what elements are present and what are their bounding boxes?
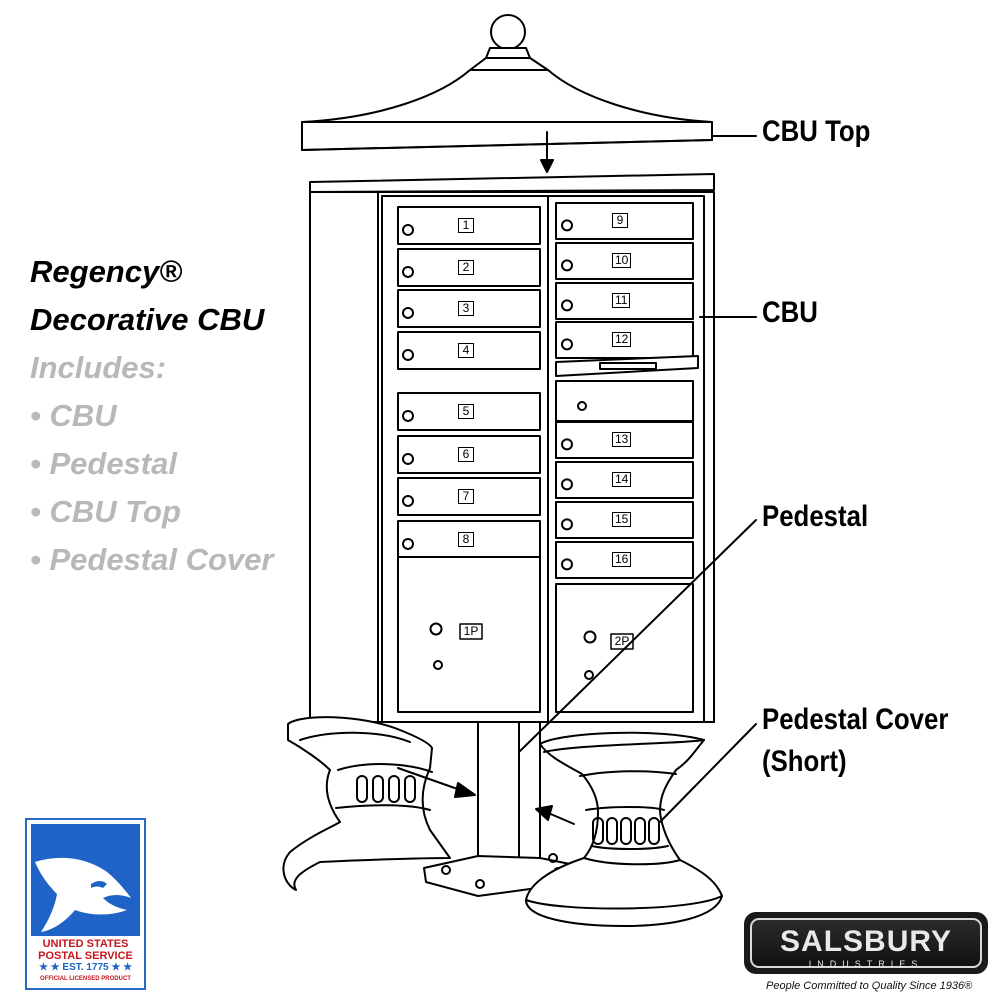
callout-cbu-top: CBU Top: [762, 115, 871, 148]
compartment-number-right: 13: [612, 432, 632, 447]
salsbury-name: SALSBURY: [780, 925, 952, 958]
includes-item-cbu: • CBU: [30, 398, 117, 433]
callout-pedestal-cover: Pedestal Cover: [762, 703, 949, 736]
pedestal: [423, 721, 583, 897]
title-decorative-cbu: Decorative CBU: [30, 302, 265, 337]
compartment-number-right: 10: [612, 253, 632, 268]
includes-label: Includes:: [30, 350, 167, 385]
salsbury-logo-badge: SALSBURY INDUSTRIES: [750, 918, 982, 969]
right-doors: [555, 202, 694, 579]
pedestal-cover-right-half: [525, 731, 723, 927]
title-regency: Regency®: [30, 254, 183, 289]
compartment-number-left: 1: [458, 218, 474, 233]
compartment-number-left: 8: [458, 532, 474, 547]
salsbury-sub: INDUSTRIES: [808, 959, 924, 969]
lock-icon: [402, 223, 414, 236]
includes-item-cbu-top: • CBU Top: [30, 494, 181, 529]
salsbury-logo: SALSBURY INDUSTRIES: [744, 912, 988, 974]
lock-icon: [402, 348, 414, 361]
usps-line2: POSTAL SERVICE: [38, 950, 133, 962]
compartment-number-right: 15: [612, 512, 632, 527]
usps-line3: ★ ★ EST. 1775 ★ ★: [38, 962, 133, 973]
lock-icon: [402, 494, 414, 507]
lock-icon: [561, 438, 573, 451]
parcel-locker-label-1p: 1P: [463, 624, 479, 638]
includes-item-pedestal-cover: • Pedestal Cover: [30, 542, 274, 577]
lock-icon: [561, 259, 573, 272]
lock-icon: [402, 306, 414, 319]
lock-icon: [561, 338, 573, 351]
usps-line1: UNITED STATES: [42, 938, 129, 950]
pedestal-cover-left-half: [282, 716, 451, 891]
compartment-number-left: 4: [458, 343, 474, 358]
lock-icon: [402, 409, 414, 422]
compartment-number-left: 6: [458, 447, 474, 462]
callout-pedestal: Pedestal: [762, 500, 869, 533]
compartment-number-right: 12: [612, 332, 632, 347]
compartment-number-left: 7: [458, 489, 474, 504]
lock-icon: [402, 452, 414, 465]
callout-pedestal-cover-short: (Short): [762, 745, 847, 778]
compartment-number-left: 2: [458, 260, 474, 275]
parcel-locker-label-2p: 2P: [614, 634, 630, 648]
compartment-number-left: 3: [458, 301, 474, 316]
compartment-number-right: 9: [612, 213, 628, 228]
lock-icon: [561, 299, 573, 312]
lock-icon: [402, 537, 414, 550]
compartment-door: [555, 541, 694, 579]
usps-line4: OFFICIAL LICENSED PRODUCT: [40, 976, 131, 982]
compartment-number-right: 14: [612, 472, 632, 487]
lock-icon: [561, 219, 573, 232]
lock-icon: [561, 558, 573, 571]
usps-eagle-icon: [31, 824, 140, 936]
lock-icon: [402, 265, 414, 278]
callout-cbu: CBU: [762, 296, 818, 329]
compartment-number-left: 5: [458, 404, 474, 419]
cbu-top-roof: [301, 14, 713, 151]
includes-item-pedestal: • Pedestal: [30, 446, 177, 481]
usps-licensed-badge: UNITED STATES POSTAL SERVICE ★ ★ EST. 17…: [25, 818, 146, 990]
salsbury-tagline: People Committed to Quality Since 1936®: [766, 980, 973, 992]
lock-icon: [561, 518, 573, 531]
compartment-number-right: 16: [612, 552, 632, 567]
compartment-number-right: 11: [612, 293, 631, 308]
lock-icon: [561, 478, 573, 491]
compartment-door: [397, 248, 541, 287]
